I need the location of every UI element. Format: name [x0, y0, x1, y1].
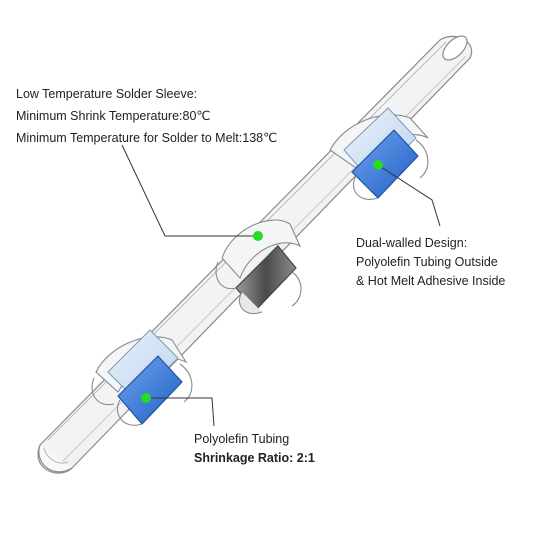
callout-dual-line2: Polyolefin Tubing Outside	[356, 255, 498, 269]
adhesive-band-lower	[91, 329, 193, 426]
callout-dual-wall: Dual-walled Design: Polyolefin Tubing Ou…	[356, 234, 505, 291]
callout-tubing-line2: Shrinkage Ratio: 2:1	[194, 451, 315, 465]
adhesive-band-upper	[329, 107, 429, 200]
leader-line-dual-wall	[377, 164, 441, 227]
callout-solder-line1: Low Temperature Solder Sleeve:	[16, 87, 198, 101]
callout-dual-line1: Dual-walled Design:	[356, 236, 468, 250]
callout-solder-sleeve: Low Temperature Solder Sleeve: Minimum S…	[16, 83, 277, 149]
callout-solder-line3: Minimum Temperature for Solder to Melt:1…	[16, 131, 278, 145]
marker-solder	[253, 231, 263, 241]
markers	[141, 160, 383, 403]
marker-tubing	[141, 393, 151, 403]
leader-lines	[121, 144, 441, 427]
leader-line-tubing	[146, 397, 215, 427]
leader-line-solder	[121, 144, 258, 237]
callout-tubing-line1: Polyolefin Tubing	[194, 432, 290, 446]
callout-polyolefin-tubing: Polyolefin Tubing Shrinkage Ratio: 2:1	[194, 430, 315, 468]
solder-ring	[215, 219, 302, 314]
callout-solder-line2: Minimum Shrink Temperature:80℃	[16, 109, 211, 123]
marker-dual-wall	[373, 160, 383, 170]
callout-dual-line3: & Hot Melt Adhesive Inside	[356, 274, 506, 288]
